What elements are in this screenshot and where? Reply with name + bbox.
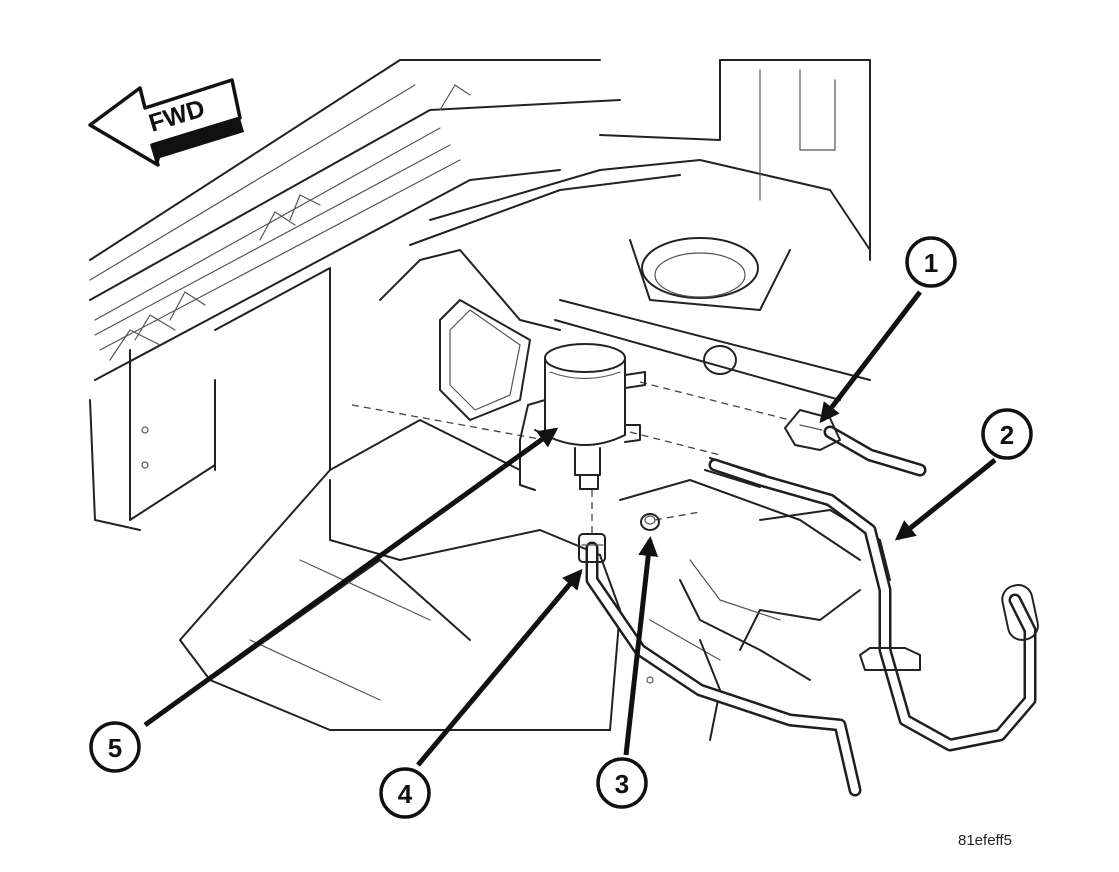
forward-direction-arrow: FWD	[88, 78, 244, 167]
callout-1: 1	[905, 236, 957, 288]
callout-2: 2	[981, 408, 1033, 460]
mounting-bolt	[640, 513, 660, 531]
electrical-connector	[784, 409, 927, 477]
figure-code: 81efeff5	[958, 832, 1012, 849]
callout-2-number: 2	[1000, 420, 1014, 450]
callout-5: 5	[89, 721, 141, 773]
callout-1-number: 1	[924, 248, 938, 278]
frame-rail	[89, 59, 621, 531]
callout-4: 4	[379, 767, 431, 819]
return-hose	[578, 533, 862, 797]
installation-guides	[351, 381, 791, 535]
callout-3-number: 3	[615, 769, 629, 799]
body-panels	[179, 59, 891, 741]
fluid-reservoir	[519, 343, 646, 491]
callout-5-number: 5	[108, 733, 122, 763]
leader-lines	[143, 290, 997, 767]
callout-3: 3	[596, 757, 648, 809]
pressure-hose	[704, 457, 1039, 752]
callout-4-number: 4	[398, 779, 413, 809]
